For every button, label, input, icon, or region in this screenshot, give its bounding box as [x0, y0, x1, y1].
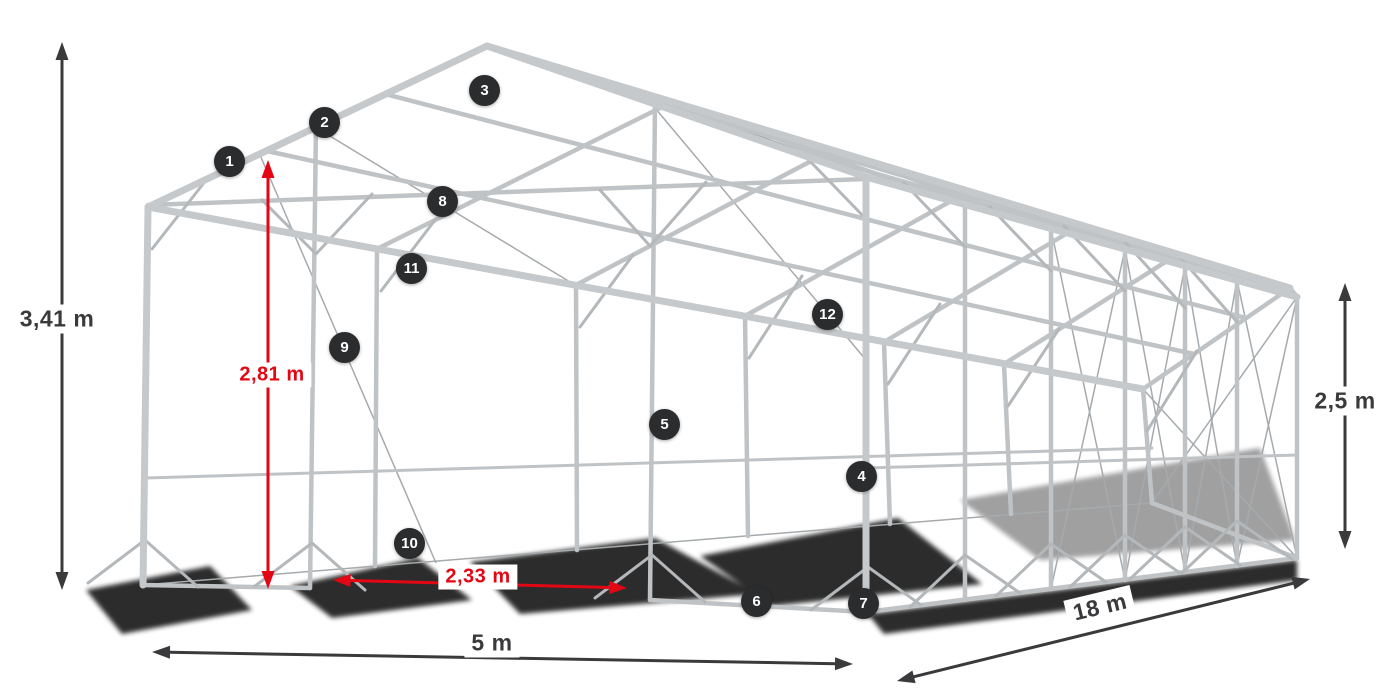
frame-secondary-tubes: [140, 89, 1300, 615]
marker-8[interactable]: 8: [427, 186, 458, 217]
marker-7[interactable]: 7: [848, 588, 879, 619]
label-width: 5 m: [464, 628, 520, 658]
marker-9[interactable]: 9: [329, 332, 360, 363]
label-total-height: 3,41 m: [12, 304, 102, 334]
marker-5[interactable]: 5: [649, 409, 680, 440]
marker-11[interactable]: 11: [396, 253, 427, 284]
label-side-height: 2,5 m: [1307, 386, 1383, 416]
marker-12[interactable]: 12: [812, 299, 843, 330]
marker-2[interactable]: 2: [309, 107, 340, 138]
label-door-width: 2,33 m: [438, 564, 518, 590]
marker-4[interactable]: 4: [846, 461, 877, 492]
label-door-height: 2,81 m: [232, 362, 312, 388]
marker-1[interactable]: 1: [214, 146, 245, 177]
marker-6[interactable]: 6: [741, 586, 772, 617]
marker-10[interactable]: 10: [394, 528, 425, 559]
marker-3[interactable]: 3: [469, 75, 500, 106]
